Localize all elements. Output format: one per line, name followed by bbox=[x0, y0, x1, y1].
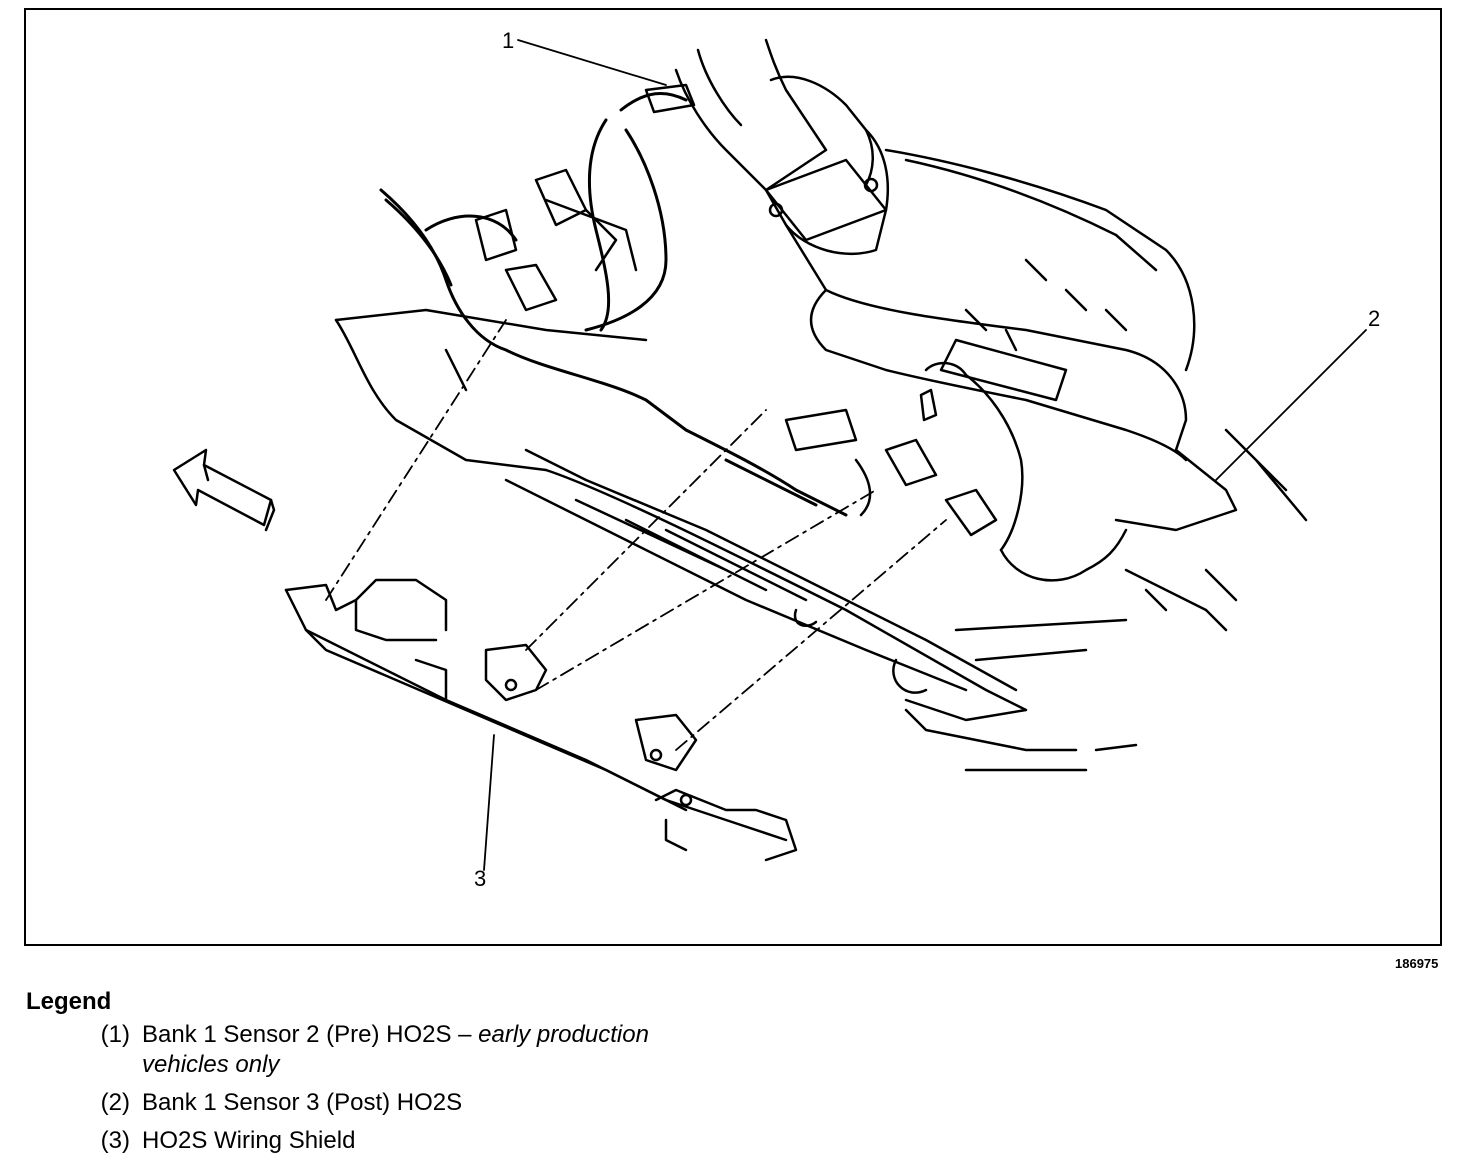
catalytic-converter bbox=[764, 128, 1196, 462]
leader-line-1 bbox=[517, 39, 667, 86]
exhaust-diagram-illustration bbox=[172, 38, 1367, 871]
legend-item-2: (2) Bank 1 Sensor 3 (Post) HO2S bbox=[26, 1088, 726, 1118]
legend-title: Legend bbox=[26, 988, 112, 1015]
legend-text: HO2S Wiring Shield bbox=[142, 1127, 356, 1154]
leader-line-3 bbox=[483, 734, 495, 871]
dash-line-c bbox=[535, 489, 877, 691]
legend-text: Bank 1 Sensor 2 (Pre) HO2S – early produ… bbox=[142, 1021, 649, 1078]
legend: Legend (1) Bank 1 Sensor 2 (Pre) HO2S – … bbox=[26, 988, 726, 1164]
callout-3: 3 bbox=[474, 866, 487, 891]
dash-line-d bbox=[675, 519, 947, 751]
legend-number: (1) bbox=[100, 1021, 130, 1048]
legend-item-3: (3) HO2S Wiring Shield bbox=[26, 1126, 726, 1156]
leader-lines bbox=[325, 39, 1367, 871]
figure-id: 186975 bbox=[1395, 956, 1439, 971]
sensor-2-assembly bbox=[784, 361, 1128, 582]
legend-item-1: (1) Bank 1 Sensor 2 (Pre) HO2S – early p… bbox=[26, 1020, 726, 1080]
wiring-shield-bracket bbox=[284, 578, 798, 862]
legend-text: Bank 1 Sensor 3 (Post) HO2S bbox=[142, 1089, 463, 1116]
dash-line-b bbox=[525, 409, 767, 651]
leader-line-2 bbox=[1215, 329, 1367, 481]
legend-number: (2) bbox=[100, 1089, 130, 1116]
front-direction-arrow bbox=[172, 448, 276, 532]
diagram-frame: 1 2 3 bbox=[24, 8, 1442, 946]
callout-1: 1 bbox=[502, 28, 515, 53]
callout-2: 2 bbox=[1368, 306, 1381, 331]
converter-flange bbox=[764, 158, 888, 242]
sensor-1-connectors bbox=[474, 83, 696, 312]
vehicle-underbody bbox=[334, 308, 1308, 772]
dash-line-a bbox=[325, 319, 507, 601]
exhaust-pipe bbox=[674, 38, 874, 192]
sensor-wiring-harness bbox=[379, 91, 848, 517]
legend-number: (3) bbox=[100, 1127, 130, 1154]
